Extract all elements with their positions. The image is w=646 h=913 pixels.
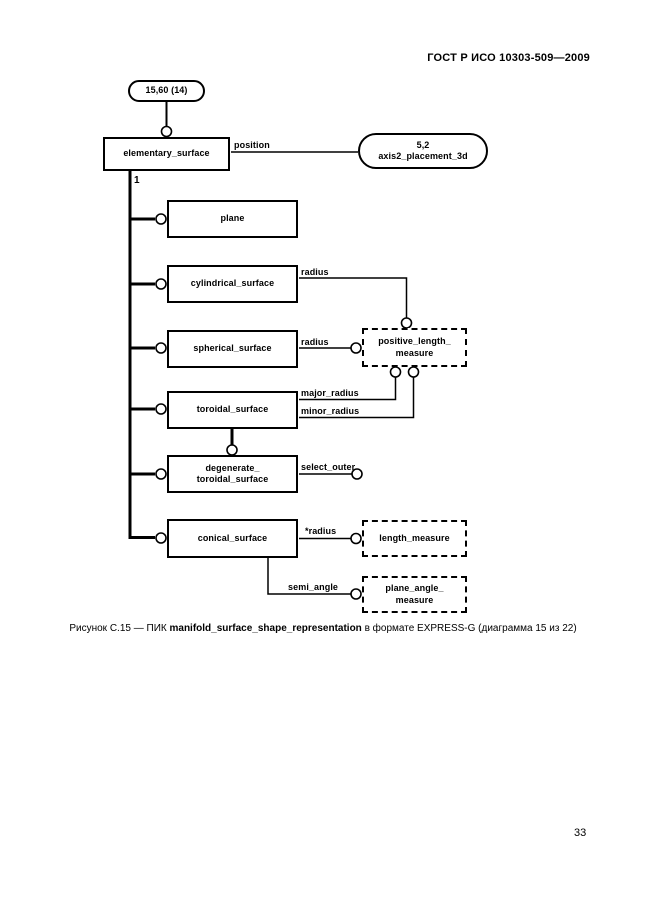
- caption-prefix: Рисунок С.15 — ПИК: [69, 623, 170, 634]
- entity-label: elementary_surface: [123, 148, 210, 159]
- document-header-title: ГОСТ Р ИСО 10303-509—2009: [427, 52, 590, 64]
- ref-label: axis2_placement_3d: [378, 151, 468, 161]
- page-number: 33: [574, 827, 587, 839]
- entity-cylindrical-surface: cylindrical_surface: [167, 265, 298, 303]
- circle-spherical-left: [155, 342, 167, 354]
- circle-plm-top: [400, 317, 413, 329]
- type-label-line2: measure: [395, 594, 434, 605]
- circle-select-outer-end: [351, 468, 363, 480]
- page-ref-text: 15,60 (14): [145, 85, 188, 96]
- ref-page-number: 5,2: [416, 139, 430, 150]
- attr-label-star-radius: *radius: [305, 526, 337, 536]
- type-positive-length-measure: positive_length_ measure: [362, 328, 467, 367]
- circle-elementary-top: [160, 125, 173, 138]
- attr-label-major-radius: major_radius: [301, 388, 359, 398]
- circle-length-measure-left: [350, 532, 362, 545]
- caption-entity-name: manifold_surface_shape_representation: [169, 623, 362, 634]
- entity-label-line2: toroidal_surface: [196, 474, 269, 484]
- figure-caption: Рисунок С.15 — ПИК manifold_surface_shap…: [0, 623, 646, 634]
- circle-degenerate-top: [226, 444, 238, 456]
- major-radius-line: [299, 377, 397, 401]
- attr-label-minor-radius: minor_radius: [301, 406, 360, 416]
- minor-radius-line: [299, 377, 415, 419]
- entity-label: plane: [220, 213, 245, 224]
- circle-plane-angle-left: [350, 588, 362, 600]
- attr-label-position: position: [234, 140, 270, 150]
- semi-angle-line: [267, 558, 351, 595]
- circle-plm-bottom-minor: [407, 366, 420, 378]
- circle-toroidal-left: [155, 403, 167, 415]
- entity-conical-surface: conical_surface: [167, 519, 298, 558]
- cylindrical-radius-line: [299, 277, 408, 319]
- entity-toroidal-surface: toroidal_surface: [167, 391, 298, 429]
- circle-plane-left: [155, 213, 167, 225]
- attr-label-radius-cylindrical: radius: [301, 267, 329, 277]
- entity-label: cylindrical_surface: [190, 278, 275, 289]
- entity-degenerate-toroidal-surface: degenerate_ toroidal_surface: [167, 455, 298, 493]
- circle-plm-bottom-major: [389, 366, 402, 378]
- type-plane-angle-measure: plane_angle_ measure: [362, 576, 467, 613]
- cardinality-label: 1: [134, 175, 140, 186]
- entity-label-line1: degenerate_: [205, 462, 260, 473]
- circle-plm-left: [350, 342, 362, 354]
- circle-degenerate-left: [155, 468, 167, 480]
- entity-label: conical_surface: [197, 532, 268, 543]
- entity-plane: plane: [167, 200, 298, 238]
- entity-label: toroidal_surface: [196, 404, 269, 415]
- circle-conical-left: [155, 532, 167, 544]
- supertype-trunk-line: [128, 170, 155, 539]
- entity-spherical-surface: spherical_surface: [167, 330, 298, 368]
- ref-oval-axis2-placement-3d: 5,2 axis2_placement_3d: [358, 133, 488, 169]
- entity-label: spherical_surface: [193, 343, 272, 354]
- type-label-line2: measure: [395, 347, 434, 358]
- attr-label-semi-angle: semi_angle: [288, 582, 339, 592]
- circle-cylindrical-left: [155, 278, 167, 290]
- type-label-line1: positive_length_: [378, 336, 451, 347]
- attr-label-select-outer: select_outer: [301, 462, 356, 472]
- caption-suffix: в формате EXPRESS-G (диаграмма 15 из 22): [361, 623, 577, 634]
- type-label: length_measure: [379, 532, 450, 543]
- attr-label-radius-spherical: radius: [301, 337, 329, 347]
- page-ref-oval: 15,60 (14): [128, 80, 205, 102]
- entity-elementary-surface: elementary_surface: [103, 137, 230, 171]
- type-length-measure: length_measure: [362, 520, 467, 557]
- type-label-line1: plane_angle_: [385, 583, 444, 594]
